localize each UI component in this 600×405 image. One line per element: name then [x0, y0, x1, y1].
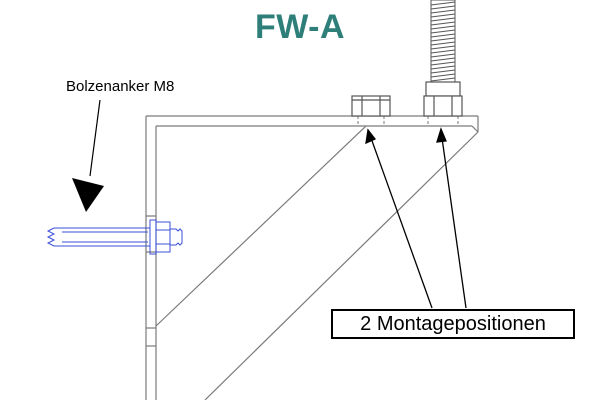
diagonal-brace-upper	[155, 125, 367, 327]
drawing-title: FW-A	[254, 8, 346, 46]
bolt-nut	[155, 221, 171, 253]
thread-line	[430, 41, 456, 46]
thread-line	[430, 65, 456, 70]
bolt-thread-end	[170, 228, 183, 246]
horizontal-plate-end-return	[471, 125, 479, 133]
leader-left-arrowhead	[365, 128, 377, 145]
thread-line	[430, 69, 456, 74]
bolt-anchor-label: Bolzenanker M8	[66, 78, 175, 95]
thread-line	[430, 5, 456, 10]
hole-marks	[357, 116, 459, 126]
thread-line	[430, 61, 456, 66]
leader-left	[370, 137, 433, 309]
rod-threads	[430, 1, 456, 82]
thread-line	[430, 37, 456, 42]
thread-line	[430, 53, 456, 58]
mounting-positions-callout: 2 Montagepositionen	[331, 309, 575, 339]
anchor-arrow	[72, 99, 104, 212]
thread-line	[430, 13, 456, 18]
bolt-anchor	[46, 219, 183, 255]
thread-line	[430, 45, 456, 50]
anchor-arrowhead	[72, 178, 104, 212]
hex-nut-left	[351, 95, 391, 117]
callout-leaders	[365, 127, 467, 309]
thread-line	[430, 1, 456, 6]
leader-right-arrowhead	[436, 127, 447, 143]
thread-line	[430, 17, 456, 22]
hex-nut-right	[423, 81, 463, 117]
callout-text: 2 Montagepositionen	[360, 312, 546, 335]
thread-line	[430, 21, 456, 26]
bolt-shank	[46, 227, 151, 247]
thread-line	[430, 73, 456, 78]
diagonal-brace-lower	[204, 131, 479, 401]
leader-right	[441, 137, 467, 309]
anchor-arrow-shaft	[89, 99, 101, 177]
thread-line	[430, 9, 456, 14]
thread-line	[430, 57, 456, 62]
bracket	[145, 115, 479, 401]
bolt-washer	[149, 219, 157, 255]
thread-line	[430, 29, 456, 34]
thread-line	[430, 49, 456, 54]
thread-line	[430, 77, 456, 82]
thread-line	[430, 33, 456, 38]
thread-line	[430, 25, 456, 30]
